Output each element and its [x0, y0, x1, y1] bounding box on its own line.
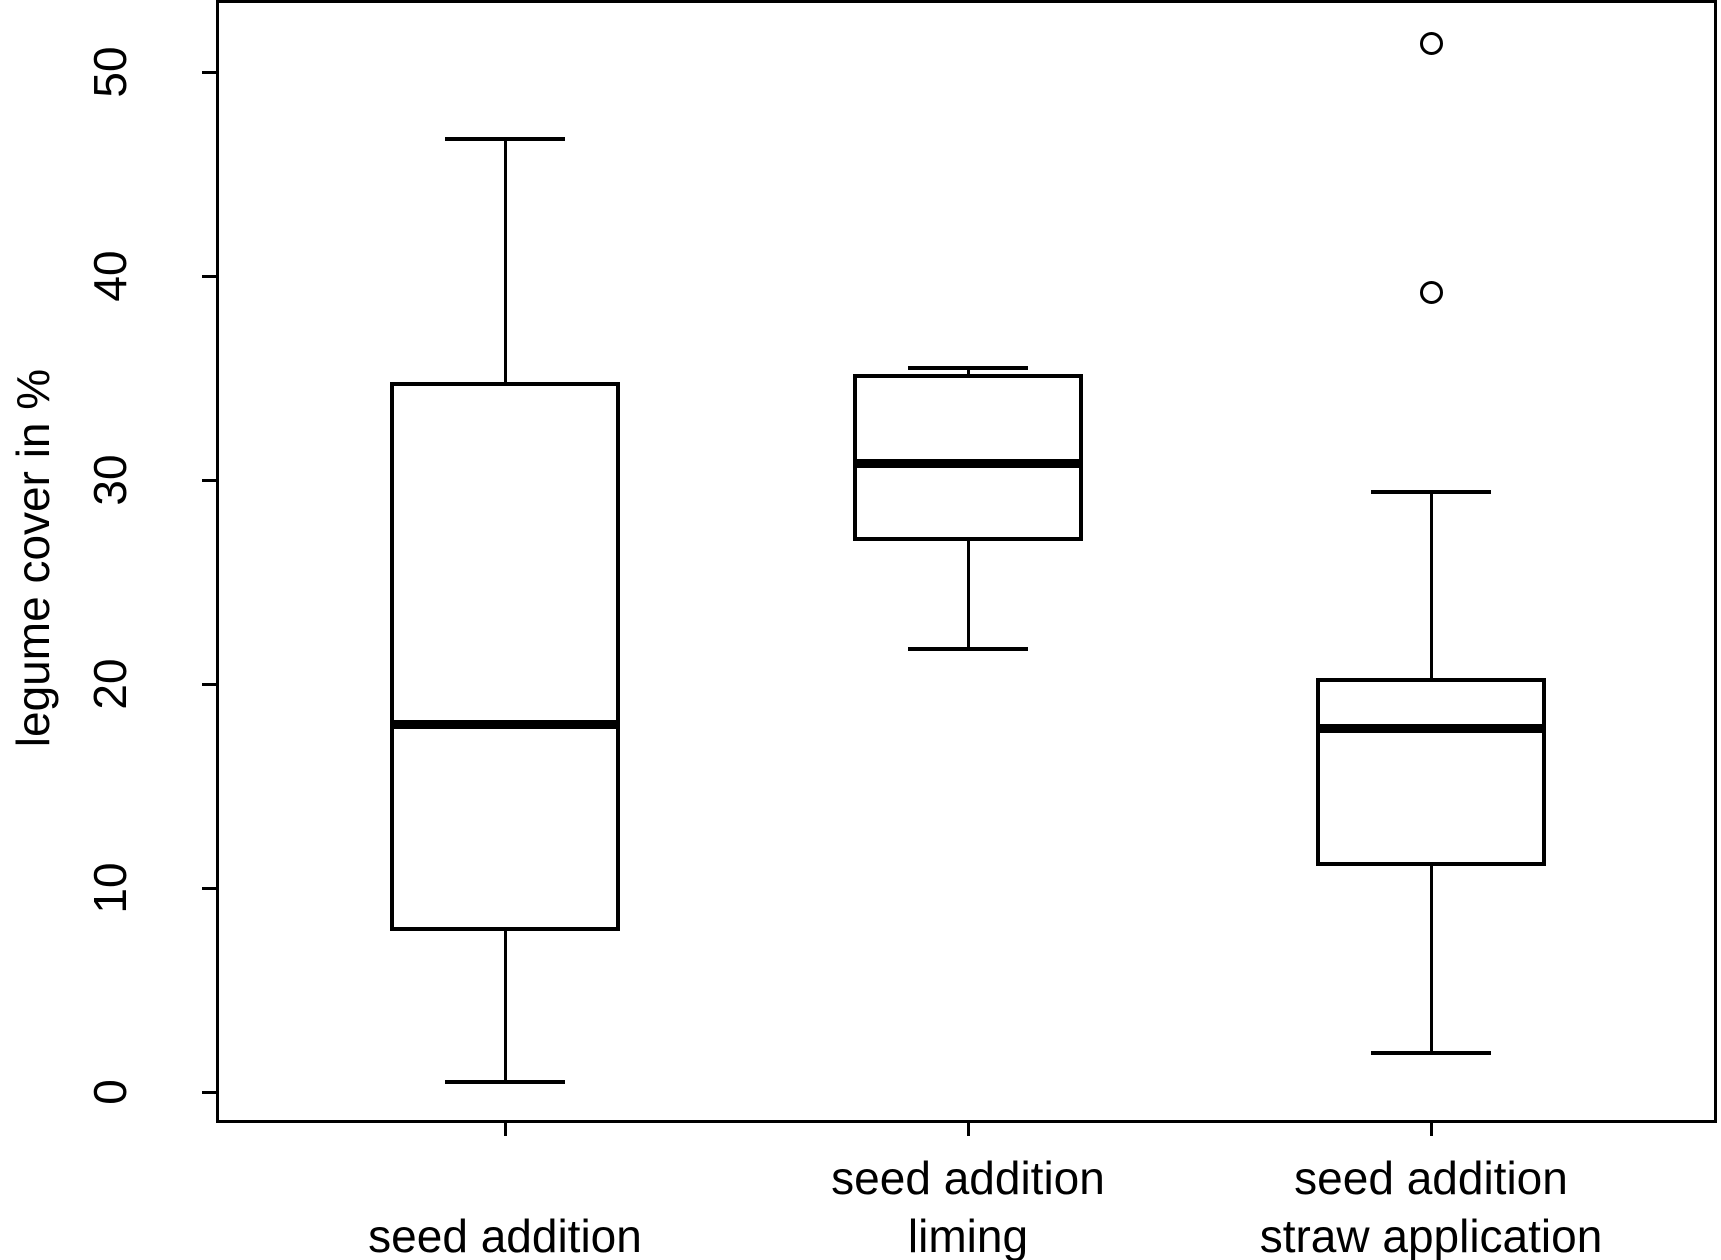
outlier-point: [1419, 31, 1443, 55]
lower-whisker-cap: [445, 1079, 565, 1084]
y-axis-tick-label: 30: [84, 454, 136, 506]
lower-whisker: [966, 541, 970, 650]
y-axis-tick-mark: [202, 70, 216, 74]
y-axis-tick-label: 20: [84, 658, 136, 710]
y-axis-tick-label: 10: [84, 862, 136, 914]
upper-whisker-cap: [1371, 490, 1491, 495]
x-category-label: liming: [907, 1210, 1029, 1260]
lower-whisker-cap: [1371, 1051, 1491, 1056]
y-axis-tick-mark: [202, 478, 216, 482]
x-category-label: seed addition: [831, 1152, 1105, 1204]
upper-whisker-cap: [445, 137, 565, 142]
upper-whisker-cap: [908, 365, 1028, 370]
iqr-box: [1316, 677, 1546, 866]
y-axis-tick-mark: [202, 682, 216, 686]
median-line: [1316, 724, 1546, 734]
x-category-label: seed addition: [368, 1210, 642, 1260]
lower-whisker: [503, 930, 507, 1082]
x-category-label: straw application: [1259, 1210, 1603, 1260]
outlier-point: [1419, 280, 1443, 304]
y-axis-title: legume cover in %: [7, 368, 59, 748]
y-axis-tick-mark: [202, 886, 216, 890]
x-axis-tick-mark: [503, 1123, 507, 1136]
upper-whisker: [1429, 492, 1433, 678]
iqr-box: [390, 382, 620, 931]
y-axis-tick-label: 50: [84, 46, 136, 98]
x-category-label: seed addition: [1294, 1152, 1568, 1204]
x-axis-tick-mark: [966, 1123, 970, 1136]
lower-whisker-cap: [908, 647, 1028, 652]
y-axis-tick-label: 0: [84, 1079, 136, 1105]
plot-frame: [216, 0, 1717, 1123]
median-line: [390, 720, 620, 730]
median-line: [853, 459, 1083, 469]
lower-whisker: [1429, 865, 1433, 1054]
y-axis-tick-label: 40: [84, 250, 136, 302]
y-axis-tick-mark: [202, 274, 216, 278]
upper-whisker: [503, 139, 507, 383]
x-axis-tick-mark: [1429, 1123, 1433, 1136]
iqr-box: [853, 373, 1083, 542]
y-axis-tick-mark: [202, 1090, 216, 1094]
upper-whisker: [966, 367, 970, 374]
